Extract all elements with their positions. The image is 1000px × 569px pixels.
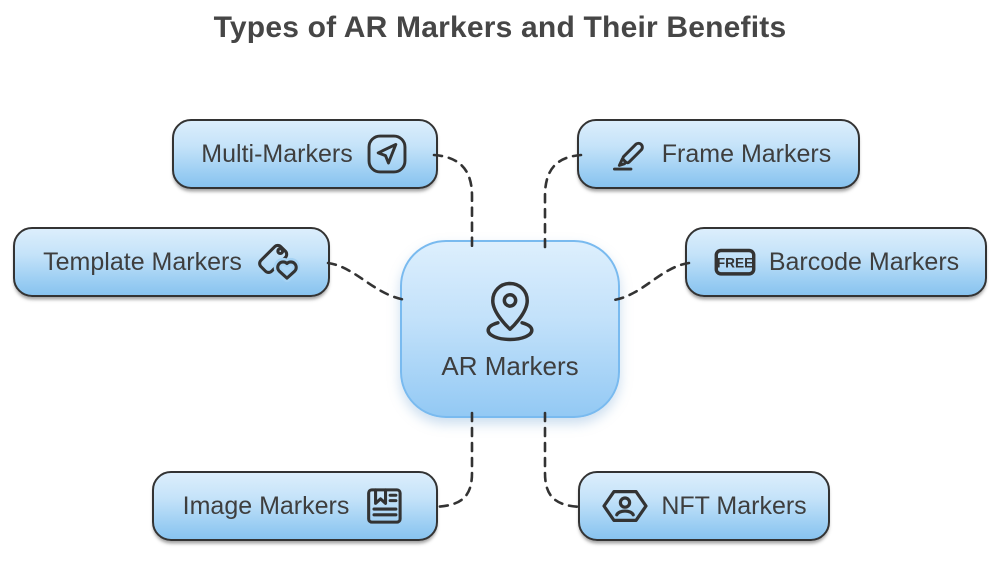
connector-frame-to-center bbox=[543, 153, 583, 249]
connector-multi-to-center bbox=[432, 153, 474, 249]
hexagon-person-icon bbox=[601, 484, 649, 528]
connector-center-to-image bbox=[431, 411, 474, 509]
connector-center-to-nft bbox=[543, 411, 584, 509]
node-label: Frame Markers bbox=[661, 139, 832, 168]
page-title: Types of AR Markers and Their Benefits bbox=[213, 11, 787, 44]
node-template-markers: Template Markers bbox=[13, 227, 330, 297]
free-badge-text: FREE bbox=[717, 256, 753, 271]
node-label: Multi-Markers bbox=[201, 139, 353, 168]
node-multi-markers: Multi-Markers bbox=[172, 119, 438, 189]
node-label: NFT Markers bbox=[661, 491, 807, 520]
connector-template-to-center bbox=[326, 261, 408, 302]
location-pin-ripple-icon bbox=[477, 277, 543, 347]
article-bookmark-icon bbox=[361, 483, 407, 529]
node-label: Barcode Markers bbox=[768, 247, 960, 276]
free-badge-icon: FREE bbox=[713, 244, 757, 280]
node-image-markers: Image Markers bbox=[152, 471, 438, 541]
node-label: Template Markers bbox=[43, 247, 242, 276]
node-nft-markers: NFT Markers bbox=[578, 471, 830, 541]
node-ar-markers-center: AR Markers bbox=[400, 240, 620, 418]
center-node-label: AR Markers bbox=[441, 350, 579, 381]
node-label: Image Markers bbox=[182, 491, 350, 520]
node-frame-markers: Frame Markers bbox=[577, 119, 860, 189]
highlighter-icon bbox=[606, 132, 650, 176]
send-arrow-icon bbox=[365, 132, 409, 176]
tag-heart-icon bbox=[254, 239, 300, 285]
connector-barcode-to-center bbox=[612, 261, 691, 302]
node-barcode-markers: FREE Barcode Markers bbox=[685, 227, 987, 297]
